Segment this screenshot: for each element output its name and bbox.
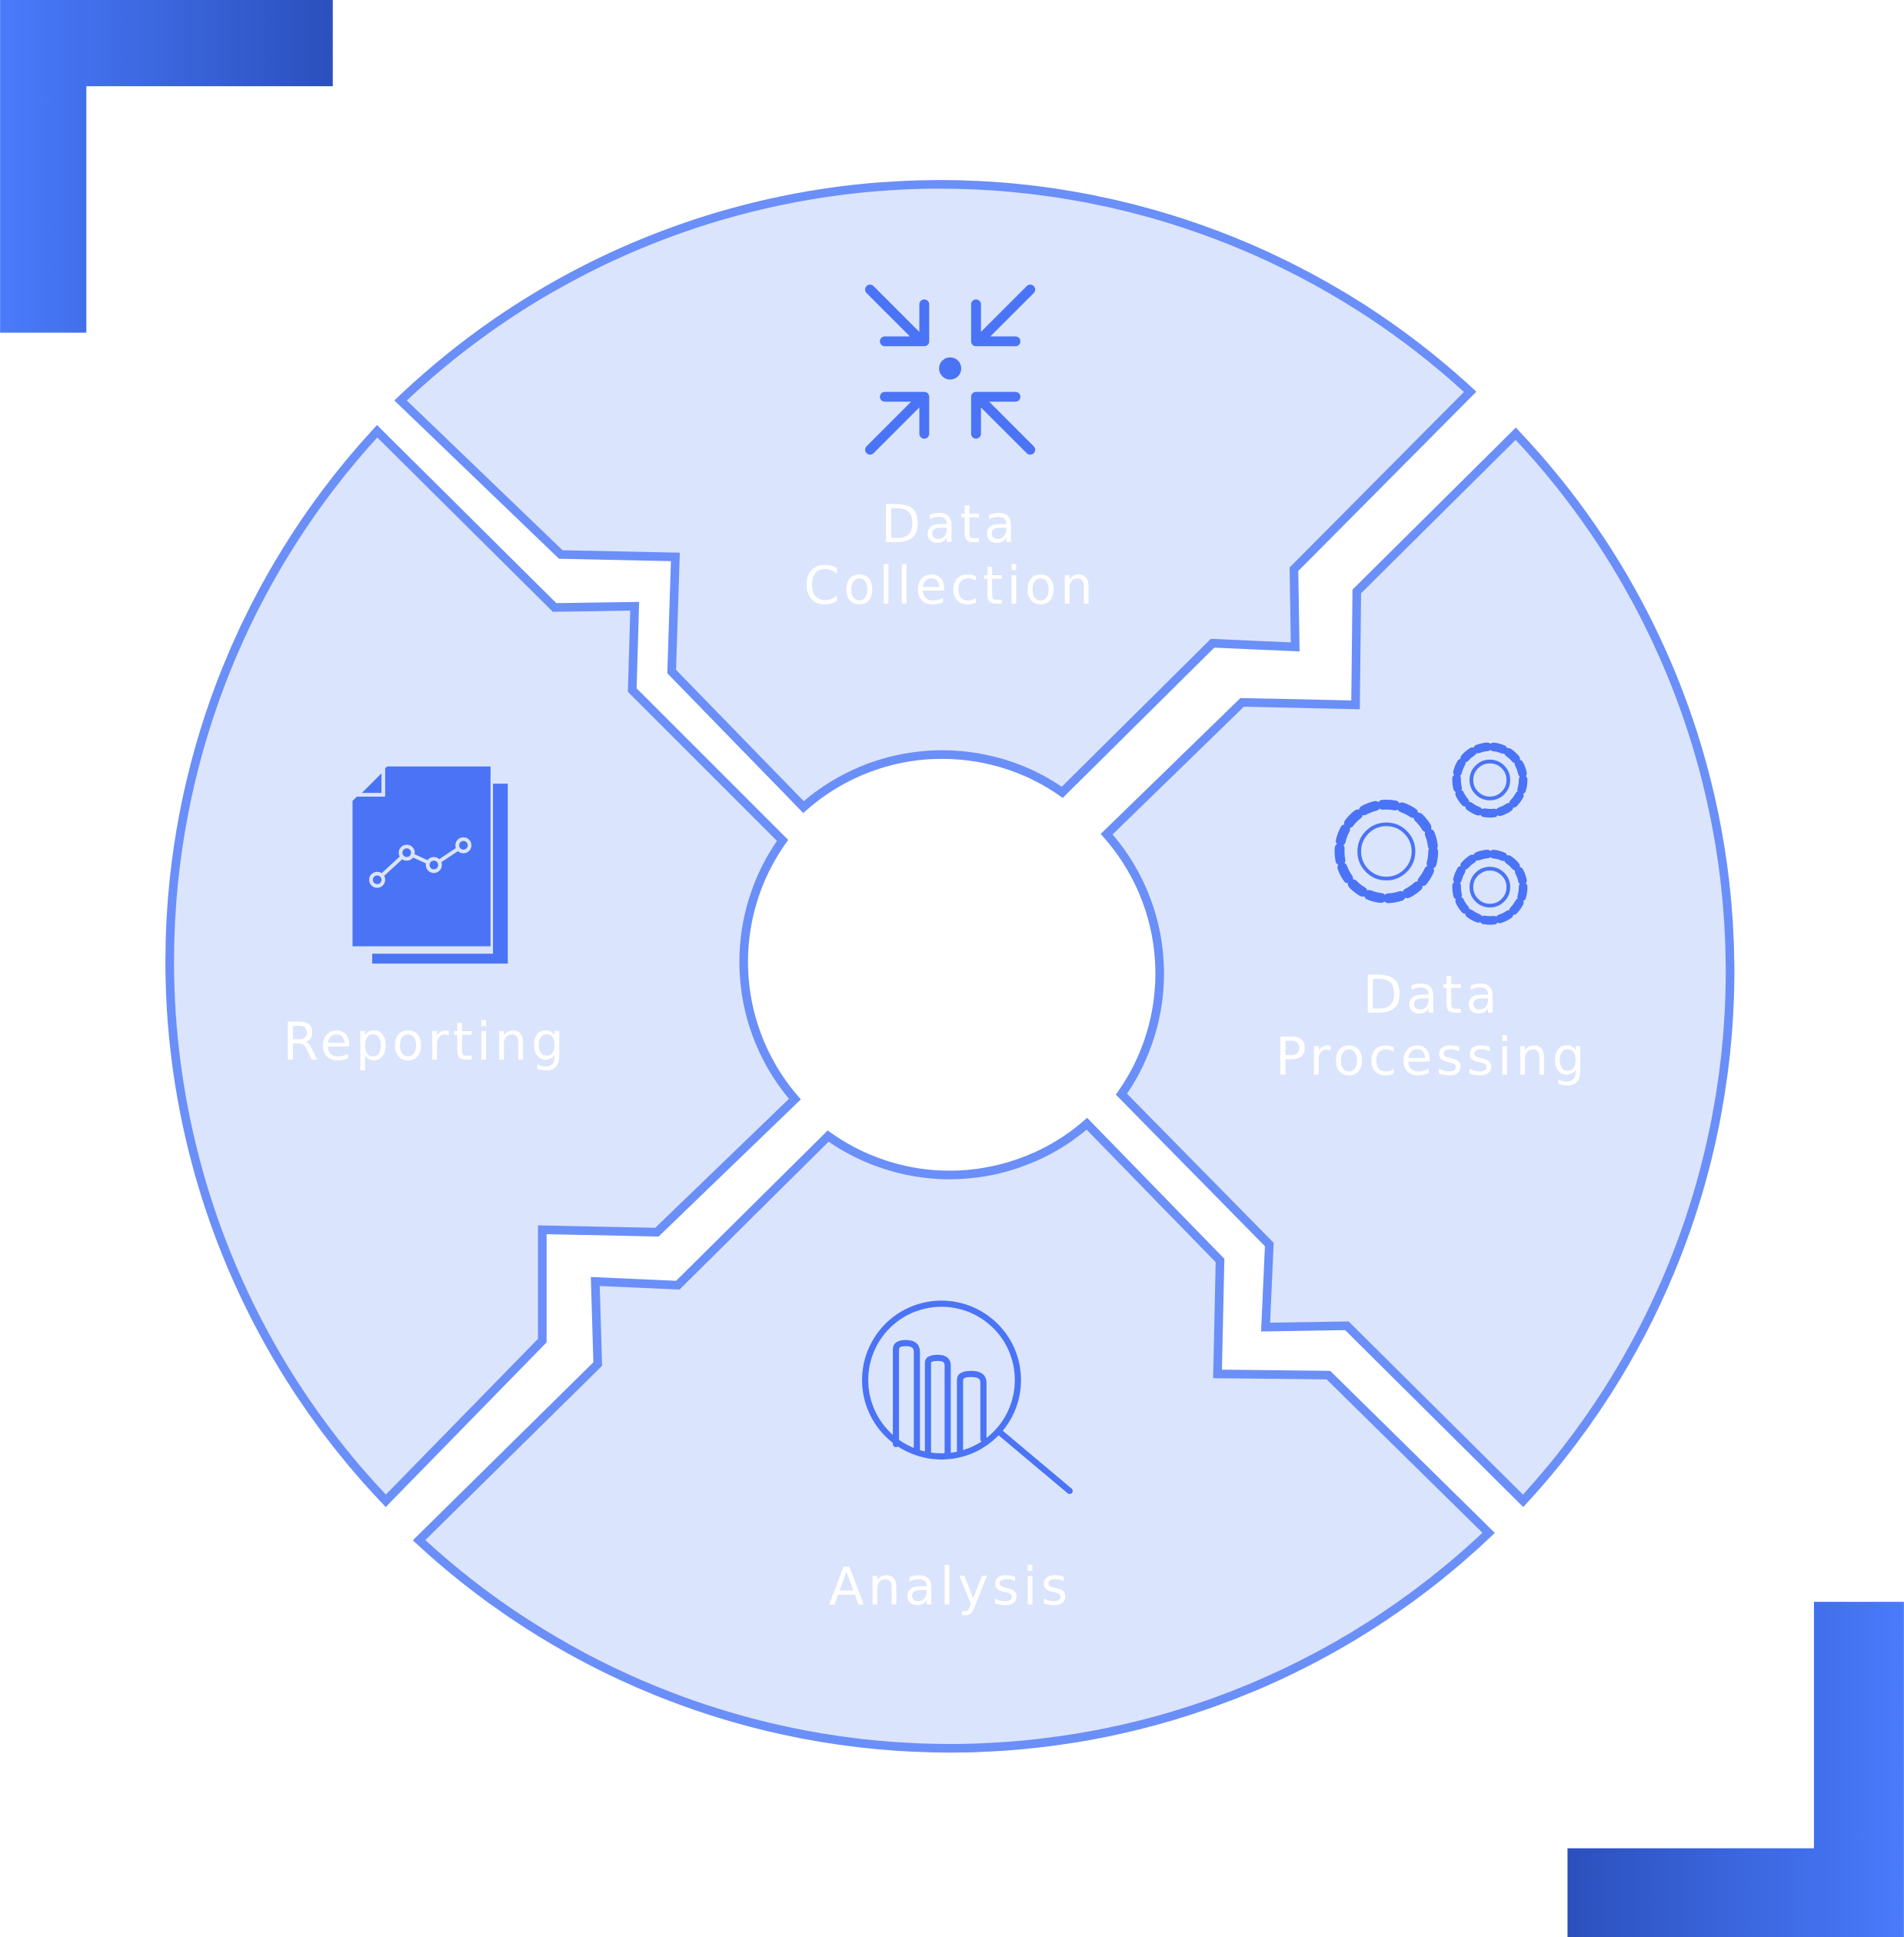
label-data-processing-line2: Processing <box>1275 1027 1588 1087</box>
segment-analysis[interactable] <box>412 1117 1495 1753</box>
label-analysis: Analysis <box>829 1556 1072 1616</box>
label-reporting: Reporting <box>283 1012 568 1072</box>
magnifier-bar-chart-icon <box>862 1300 1073 1494</box>
segment-reporting[interactable] <box>165 424 801 1507</box>
label-data-collection-line2: Collection <box>804 556 1097 616</box>
segment-data-processing[interactable] <box>1100 428 1735 1507</box>
label-data-collection-line1: Data <box>881 494 1020 554</box>
label-data-processing-line1: Data <box>1363 965 1501 1025</box>
segment-data-collection[interactable] <box>394 180 1476 814</box>
gears-icon <box>1334 742 1528 925</box>
corner-bracket-top-left <box>0 0 333 333</box>
report-document-icon <box>352 764 508 964</box>
corner-bracket-bottom-right <box>1567 1602 1904 1937</box>
collapse-arrows-icon <box>865 285 1036 455</box>
